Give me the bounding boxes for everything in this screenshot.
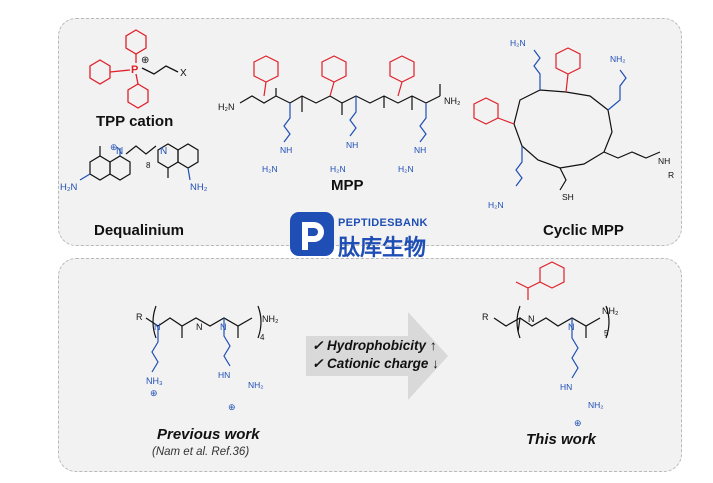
tpp-charge: ⊕	[141, 55, 149, 66]
this-work-backbone	[493, 317, 601, 327]
this-work-label: This work	[526, 431, 597, 448]
dequalinium-label: Dequalinium	[94, 222, 185, 239]
mpp-n-terminal: H₂N	[218, 102, 235, 112]
dequalinium-nh2-left: H₂N	[60, 182, 78, 193]
top-panel-known-mitochondrial-carriers	[58, 18, 682, 246]
mpp-cyclohexyl-3	[389, 55, 415, 83]
this-work-n-right: N	[568, 322, 575, 332]
this-work-guanidinium-nh: HN	[560, 382, 572, 392]
previous-guanidino-chain	[223, 318, 231, 367]
this-work-nh2-end: NH₂	[602, 306, 619, 316]
dequalinium-chain-count: 8	[146, 161, 151, 170]
previous-repeat-count: 4	[260, 333, 265, 342]
mpp-arg-chain-1	[283, 103, 291, 143]
brand-name-chinese: 肽库生物	[338, 236, 427, 261]
tpp-structure	[89, 29, 179, 109]
this-work-n-left: N	[528, 314, 535, 324]
tpp-phenyl-left	[89, 59, 111, 85]
previous-guanidinium-charge: ⊕	[228, 402, 236, 412]
previous-work-structure	[145, 305, 262, 373]
mpp-guanidinium-nh-3: NH	[414, 145, 426, 155]
this-work-r-group: R	[482, 312, 489, 322]
mpp-guanidinium-nh-2: NH	[346, 140, 358, 150]
previous-nh3-charge: ⊕	[150, 388, 158, 398]
dequalinium-structure	[79, 143, 199, 181]
mpp-arg-chain-2	[349, 96, 357, 137]
this-work-guanidino-chain	[571, 318, 579, 379]
cyclic-mpp-guanidinium-top: H₂N	[510, 38, 526, 48]
cyclic-mpp-guanidinium-right: NH₂	[610, 54, 626, 64]
cyclic-mpp-arg-right	[607, 69, 627, 111]
cyclic-mpp-lys-chain	[603, 151, 661, 159]
cyclic-mpp-arg-left	[515, 146, 523, 187]
mpp-structure	[239, 55, 441, 143]
previous-work-label: Previous work	[157, 426, 260, 443]
previous-nh2-end: NH₂	[262, 314, 279, 324]
previous-r-group: R	[136, 312, 143, 322]
tpp-x-atom: X	[180, 68, 187, 79]
dequalinium-charge-left: ⊕	[110, 142, 118, 152]
mpp-guanidinium-nh-1: NH	[280, 145, 292, 155]
mpp-guanidinium-3: H₂N	[398, 164, 414, 174]
previous-guanidinium-nh2: NH₂	[248, 380, 264, 390]
cyclic-mpp-arg-top	[533, 49, 541, 90]
cyclic-mpp-structure	[473, 47, 661, 191]
brand-name-english: PEPTIDESBANK	[338, 217, 428, 229]
dequalinium-linker	[125, 145, 157, 155]
mpp-c-terminal: NH₂	[444, 96, 461, 106]
this-work-guanidinium-charge: ⊕	[574, 418, 582, 428]
mpp-guanidinium-1: H₂N	[262, 164, 278, 174]
cyclic-mpp-cys-chain	[559, 167, 567, 191]
previous-n2: N	[196, 322, 203, 332]
tpp-phenyl-bottom	[127, 83, 149, 109]
mpp-guanidinium-2: H₂N	[330, 164, 346, 174]
this-work-repeat-count: 5	[604, 329, 609, 338]
cationic-charge-note: ✓ Cationic charge ↓	[312, 356, 439, 371]
cyclic-mpp-ring	[513, 89, 613, 169]
cyclic-mpp-sh: SH	[562, 192, 574, 202]
tpp-alkyl-chain	[141, 65, 179, 75]
previous-backbone	[145, 317, 253, 327]
mpp-cyclohexyl-1	[253, 55, 279, 83]
dequalinium-n-right: N	[160, 146, 167, 157]
peptidesbank-logo	[290, 212, 334, 256]
previous-n3: N	[220, 322, 227, 332]
cyclic-mpp-cyclohexyl-top	[555, 47, 581, 75]
hydrophobicity-note: ✓ Hydrophobicity ↑	[312, 338, 437, 353]
cyclic-mpp-label: Cyclic MPP	[543, 222, 624, 239]
previous-guanidinium-nh: HN	[218, 370, 230, 380]
mpp-label: MPP	[331, 177, 364, 194]
mpp-backbone	[239, 95, 441, 104]
tpp-cation-label: TPP cation	[96, 113, 174, 130]
previous-nh3: NH₃	[146, 376, 163, 386]
this-work-alpha-methyl	[527, 281, 541, 300]
dequalinium-nh2-right: NH₂	[190, 182, 208, 193]
design-arrow-shape	[306, 312, 448, 400]
previous-amino-chain	[151, 326, 159, 373]
dequalinium-n-left: N	[116, 146, 123, 157]
cyclic-mpp-r-group: R	[668, 170, 674, 180]
mpp-cyclohexyl-2	[321, 55, 347, 83]
tpp-p-atom: P	[131, 64, 138, 76]
cyclic-mpp-nh-terminal: NH	[658, 156, 670, 166]
cyclic-mpp-guanidinium-left: H₂N	[488, 200, 504, 210]
this-work-cyclohexyl	[539, 261, 565, 289]
previous-work-reference: (Nam et al. Ref.36)	[152, 446, 250, 458]
previous-n1: N	[154, 322, 161, 332]
this-work-structure	[493, 261, 610, 379]
cyclic-mpp-cyclohexyl-left	[473, 97, 499, 125]
tpp-phenyl-top	[125, 29, 147, 55]
this-work-guanidinium-nh2: NH₂	[588, 400, 604, 410]
mpp-arg-chain-3	[419, 103, 427, 143]
